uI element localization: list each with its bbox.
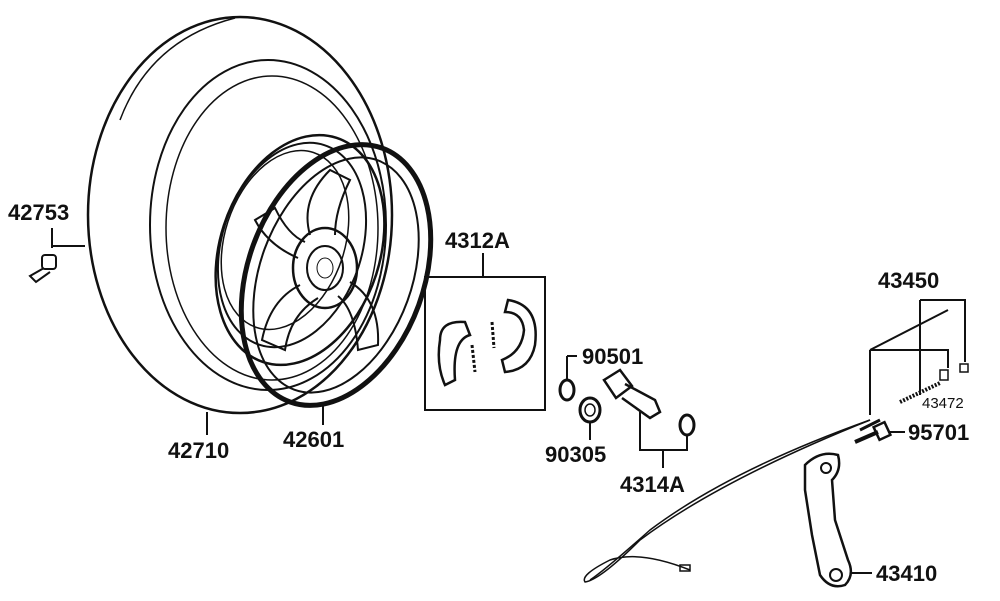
nut-drawing — [939, 369, 949, 381]
label-42710: 42710 — [168, 438, 229, 463]
bolt-drawing — [854, 420, 893, 444]
label-43472: 43472 — [922, 395, 964, 412]
label-90501: 90501 — [582, 344, 643, 369]
leader-lines — [51, 228, 966, 574]
rim-drawing — [214, 133, 434, 408]
nut-drawing-2 — [959, 363, 969, 373]
label-42601: 42601 — [283, 427, 344, 452]
label-43410: 43410 — [876, 561, 937, 586]
label-4314A: 4314A — [620, 472, 685, 497]
brake-shoe-box — [424, 276, 546, 411]
arm-drawing — [803, 452, 853, 588]
washer-drawing — [558, 378, 576, 402]
label-4312A: 4312A — [445, 228, 510, 253]
valve-drawing — [28, 254, 57, 284]
label-90305: 90305 — [545, 442, 606, 467]
label-42753: 42753 — [8, 200, 69, 225]
tire-drawing — [86, 15, 394, 415]
cam-drawing — [602, 368, 696, 437]
bearing-drawing — [578, 396, 602, 424]
label-95701: 95701 — [908, 420, 969, 445]
label-43450: 43450 — [878, 268, 939, 293]
part-labels: 42753 42710 42601 4312A 90501 90305 4314… — [8, 200, 969, 586]
cable-drawing — [583, 418, 881, 583]
